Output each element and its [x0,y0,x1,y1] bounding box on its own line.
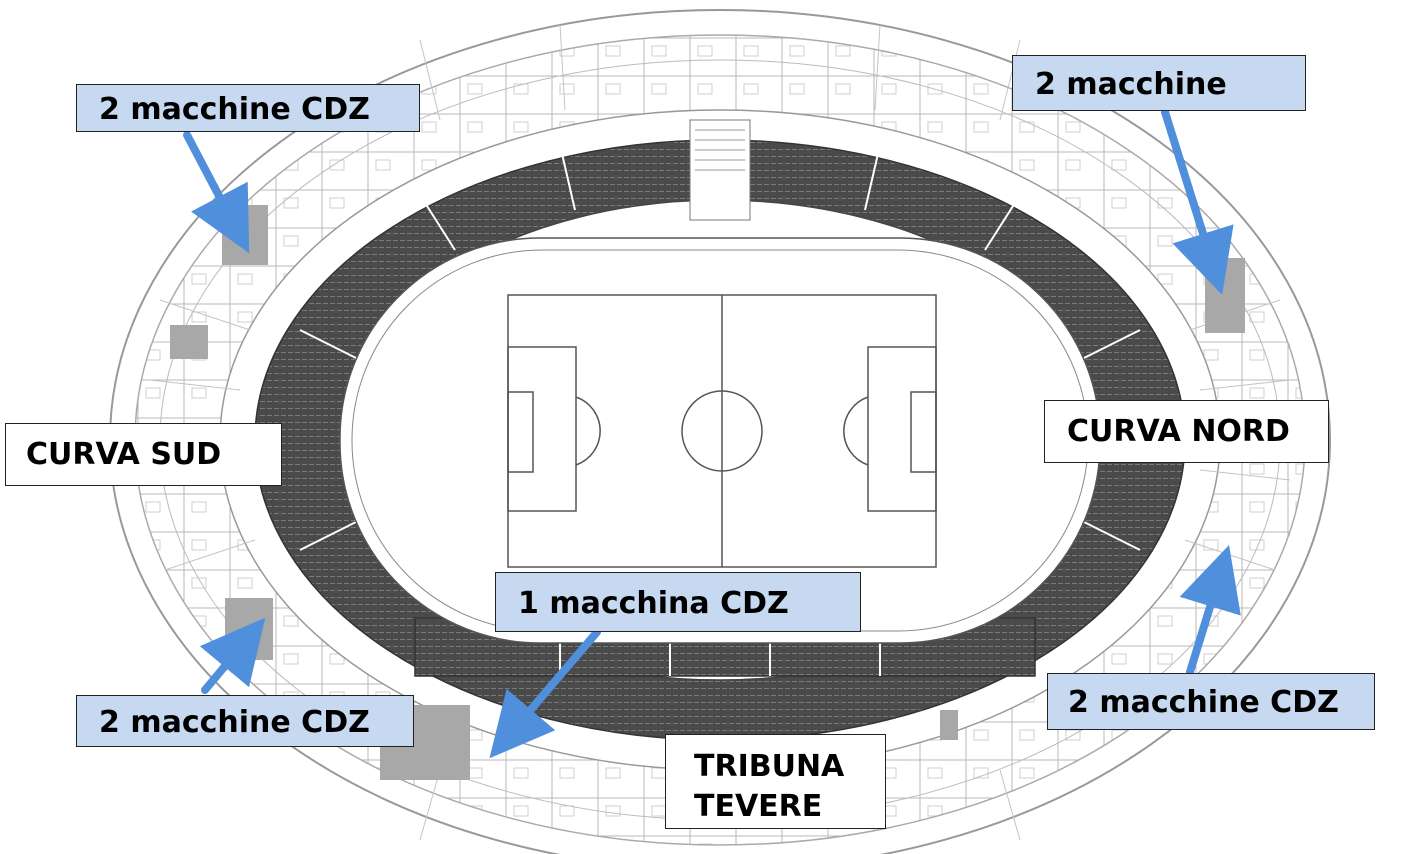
callout-top-left: 2 macchine CDZ [76,84,420,132]
arrow-bottom-left [199,617,266,694]
callout-center-bottom-text: 1 macchina CDZ [518,586,789,621]
callout-bottom-left: 2 macchine CDZ [76,695,414,747]
arrow-center-bottom [489,628,601,759]
callout-top-right-text: 2 macchine [1035,67,1227,102]
callout-bottom-right-text: 2 macchine CDZ [1068,685,1339,720]
curva-nord-text: CURVA NORD [1067,414,1290,449]
football-pitch [507,294,937,568]
tribuna-line-2: TEVERE [694,789,823,824]
callout-center-bottom: 1 macchina CDZ [495,572,861,632]
curva-sud-text: CURVA SUD [26,437,222,472]
callout-bottom-left-text: 2 macchine CDZ [99,705,370,740]
label-curva-sud: CURVA SUD [5,423,282,486]
callout-top-right: 2 macchine [1012,55,1306,111]
tribuna-line-1: TRIBUNA [694,749,845,784]
label-tribuna-tevere: TRIBUNA TEVERE [665,734,886,829]
arrow-top-left [183,131,250,254]
arrow-top-right [1161,108,1234,295]
label-curva-nord: CURVA NORD [1044,400,1329,463]
callout-bottom-right: 2 macchine CDZ [1047,673,1375,730]
callout-top-left-text: 2 macchine CDZ [99,92,370,127]
arrow-bottom-right [1179,545,1241,676]
pointer-arrows [183,108,1241,759]
